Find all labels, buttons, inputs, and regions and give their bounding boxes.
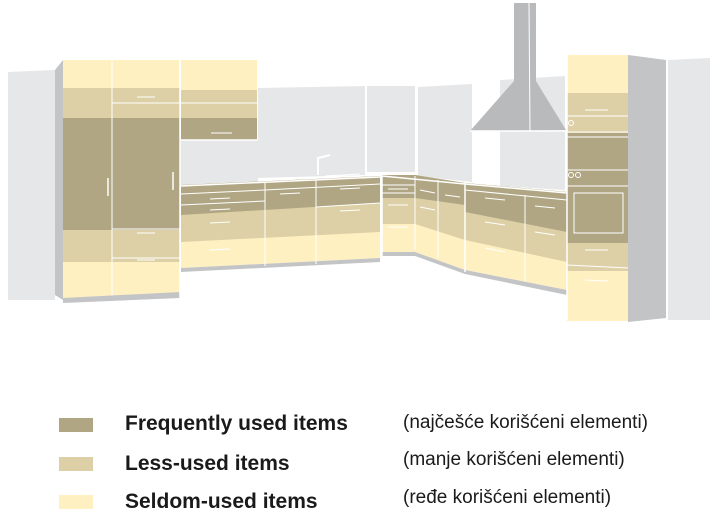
legend: Frequently used items (najčešće korišćen…	[0, 400, 720, 525]
legend-item-frequent: Frequently used items (najčešće korišćen…	[0, 412, 720, 448]
legend-label: Less-used items	[125, 452, 290, 475]
base-cabinets-corner-run	[381, 175, 466, 274]
swatch-seldom	[59, 495, 93, 509]
swatch-frequent	[59, 418, 93, 432]
base-cabinets-right-run	[464, 183, 568, 295]
legend-item-seldom: Seldom-used items (ređe korišćeni elemen…	[0, 487, 720, 525]
range-hood	[470, 2, 566, 132]
legend-item-less: Less-used items (manje korišćeni element…	[0, 449, 720, 487]
upper-wall-cabinet	[181, 60, 257, 141]
tall-oven-column	[566, 55, 666, 322]
faucet-icon	[317, 154, 331, 175]
swatch-less	[59, 457, 93, 471]
wall-panels	[8, 58, 710, 320]
legend-translation: (najčešće korišćeni elementi)	[403, 412, 648, 433]
oven-knob-icon	[568, 120, 574, 126]
legend-label: Frequently used items	[125, 412, 348, 435]
tall-cabinets-left	[63, 60, 180, 303]
legend-translation: (manje korišćeni elementi)	[403, 449, 625, 470]
legend-translation: (ređe korišćeni elementi)	[403, 487, 612, 508]
legend-label: Seldom-used items	[125, 490, 318, 513]
kitchen-diagram	[8, 2, 710, 322]
tall-cabinet-left-side	[55, 60, 63, 300]
base-cabinets-back-run	[180, 154, 381, 272]
